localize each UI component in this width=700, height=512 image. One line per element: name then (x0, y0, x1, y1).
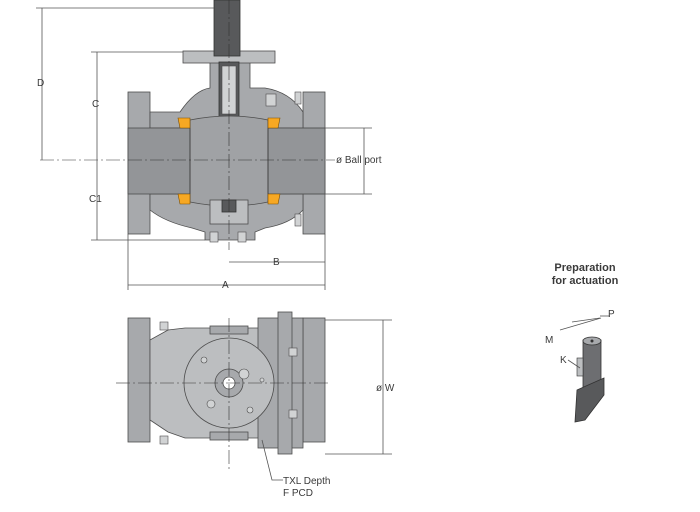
label-m: M (545, 335, 553, 346)
body-bolt (294, 91, 302, 105)
body-bolt (209, 231, 219, 243)
actuation-prep-detail: Preparation for actuation M K P (545, 262, 619, 423)
label-ball-port: ø Ball port (336, 155, 382, 166)
label-p: P (608, 309, 615, 320)
flange-bolt (159, 435, 169, 445)
label-f-pcd: F PCD (283, 488, 313, 499)
dim-m-line (559, 317, 602, 331)
top-dimensions: ø W TXL Depth F PCD (261, 319, 395, 499)
label-txl-depth: TXL Depth (283, 476, 330, 487)
bonnet-bolt (246, 406, 254, 414)
label-b: B (273, 257, 280, 268)
txl-leader (261, 439, 283, 481)
cap-bolt (288, 409, 298, 419)
label-c1: C1 (89, 194, 102, 205)
bonnet-bolt (206, 399, 216, 409)
prep-key (576, 357, 584, 377)
seat (177, 193, 191, 205)
left-flange-top (127, 317, 151, 443)
prep-title-line1: Preparation (554, 262, 615, 274)
cap-bolt (288, 347, 298, 357)
body-bolt (237, 231, 247, 243)
label-c: C (92, 99, 99, 110)
dim-k-line (567, 359, 581, 369)
prep-title-line2: for actuation (552, 275, 619, 287)
label-k: K (560, 355, 567, 366)
label-d: D (37, 78, 44, 89)
dim-p-ext (571, 317, 601, 323)
seat (177, 117, 191, 129)
right-flange-top (302, 317, 326, 443)
flange-bolt (159, 321, 169, 331)
section-view (40, 0, 335, 250)
body-bolt (265, 93, 277, 107)
label-w: ø W (376, 383, 395, 394)
stem (213, 0, 241, 57)
bonnet-bolt (200, 356, 208, 364)
label-a: A (222, 280, 229, 291)
seat (267, 193, 281, 205)
bonnet-bolt (259, 377, 265, 383)
bonnet-bolt (238, 368, 250, 380)
body-bolt (294, 213, 302, 227)
prep-stem-base (574, 377, 605, 423)
section-dimensions: D C C1 ø Ball port B A (36, 7, 382, 291)
top-view (116, 311, 330, 470)
prep-stem-hole (590, 339, 594, 343)
seat (267, 117, 281, 129)
